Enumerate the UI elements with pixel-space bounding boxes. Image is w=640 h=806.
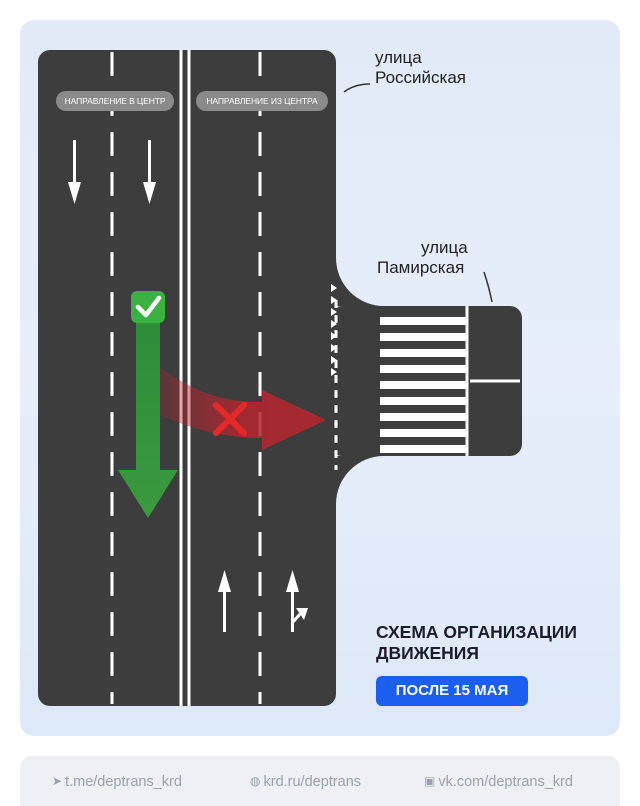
vk-icon: ▣ <box>424 774 436 788</box>
scheme-title: СХЕМА ОРГАНИЗАЦИИ ДВИЖЕНИЯ <box>376 622 616 664</box>
lane-arrow-down-right <box>143 140 156 204</box>
inbound-direction-label: НАПРАВЛЕНИЕ В ЦЕНТР <box>56 91 174 111</box>
globe-icon: ◍ <box>250 774 261 788</box>
main-street-label-line2: Российская <box>375 68 467 87</box>
main-street-label-line1: улица <box>375 48 422 67</box>
forbidden-turn-arrow <box>150 360 326 450</box>
cross-icon <box>213 402 247 436</box>
footer: ➤t.me/deptrans_krd ◍krd.ru/deptrans ▣vk.… <box>20 756 620 806</box>
date-badge: ПОСЛЕ 15 МАЯ <box>376 676 528 706</box>
check-mark-icon <box>131 291 165 323</box>
lane-arrow-up <box>218 570 231 632</box>
vk-link-text: vk.com/deptrans_krd <box>438 774 573 790</box>
scheme-title-line2: ДВИЖЕНИЯ <box>376 643 479 663</box>
lane-arrow-down-left <box>68 140 81 204</box>
lane-arrow-up-right <box>286 570 308 632</box>
pedestrian-crossing <box>380 317 466 453</box>
yield-line <box>331 284 337 376</box>
telegram-icon: ➤ <box>52 774 63 788</box>
telegram-link[interactable]: ➤t.me/deptrans_krd <box>52 772 182 791</box>
side-street-label-line1: улица <box>421 238 468 257</box>
main-street-label: улица Российская <box>375 48 466 88</box>
site-link[interactable]: ◍krd.ru/deptrans <box>250 772 361 791</box>
scheme-title-line1: СХЕМА ОРГАНИЗАЦИИ <box>376 622 577 642</box>
curb-fillet-bottom <box>330 456 384 504</box>
diagram-card: НАПРАВЛЕНИЕ В ЦЕНТР НАПРАВЛЕНИЕ ИЗ ЦЕНТР… <box>20 20 620 736</box>
side-street-label: улица Памирская <box>377 238 468 278</box>
main-street-leader <box>343 83 371 93</box>
outbound-direction-label: НАПРАВЛЕНИЕ ИЗ ЦЕНТРА <box>196 91 328 111</box>
curb-fillet-top <box>330 258 384 306</box>
side-street-leader <box>483 271 493 303</box>
side-street-label-line2: Памирская <box>377 258 465 277</box>
intersection-scheme <box>38 50 522 706</box>
vk-link[interactable]: ▣vk.com/deptrans_krd <box>424 772 573 791</box>
allowed-straight-arrow <box>118 318 178 518</box>
site-link-text: krd.ru/deptrans <box>263 774 362 790</box>
telegram-link-text: t.me/deptrans_krd <box>65 774 182 790</box>
